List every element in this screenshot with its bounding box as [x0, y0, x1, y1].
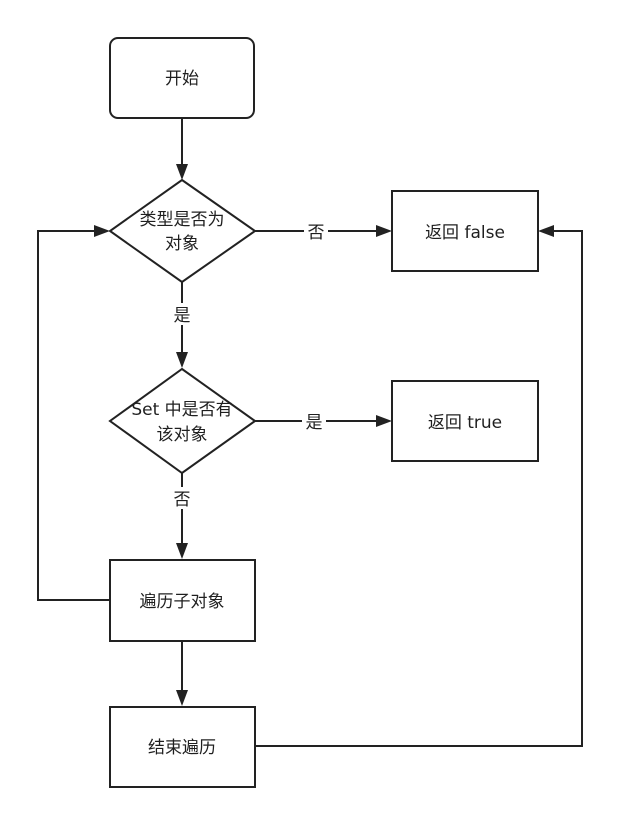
arrowhead	[94, 225, 110, 237]
node-return-false	[391, 190, 539, 272]
node-set-has-decision	[108, 367, 257, 475]
arrowhead	[376, 225, 392, 237]
arrowhead	[176, 352, 188, 368]
node-end-traverse	[109, 706, 256, 788]
node-return-true-label: 返回 true	[428, 413, 502, 433]
arrowhead	[376, 415, 392, 427]
arrowhead	[176, 164, 188, 180]
edge-traverse-loop-to-is-object	[37, 230, 109, 601]
edge-label-set-has-yes: 是	[306, 413, 323, 433]
arrowhead	[176, 690, 188, 706]
node-is-object-decision	[108, 178, 257, 284]
node-traverse-children-label: 遍历子对象	[140, 592, 225, 612]
node-return-false-label: 返回 false	[425, 223, 505, 243]
node-start-label: 开始	[165, 69, 199, 89]
node-set-has-label-line2: 该对象	[157, 425, 208, 445]
arrowhead	[176, 543, 188, 559]
edge-label-set-has-no: 否	[174, 490, 191, 510]
node-set-has-label-line1: Set 中是否有	[131, 400, 232, 420]
node-return-true	[391, 380, 539, 462]
node-start	[109, 37, 255, 119]
node-traverse-children	[109, 559, 256, 642]
edge-label-is-object-no: 否	[308, 223, 325, 243]
node-is-object-label-line1: 类型是否为	[140, 210, 225, 230]
node-end-traverse-label: 结束遍历	[148, 738, 216, 758]
edge-label-is-object-yes: 是	[174, 306, 191, 326]
arrowhead	[538, 225, 554, 237]
edge-end-to-return-false	[255, 230, 583, 747]
node-is-object-label-line2: 对象	[165, 234, 199, 254]
